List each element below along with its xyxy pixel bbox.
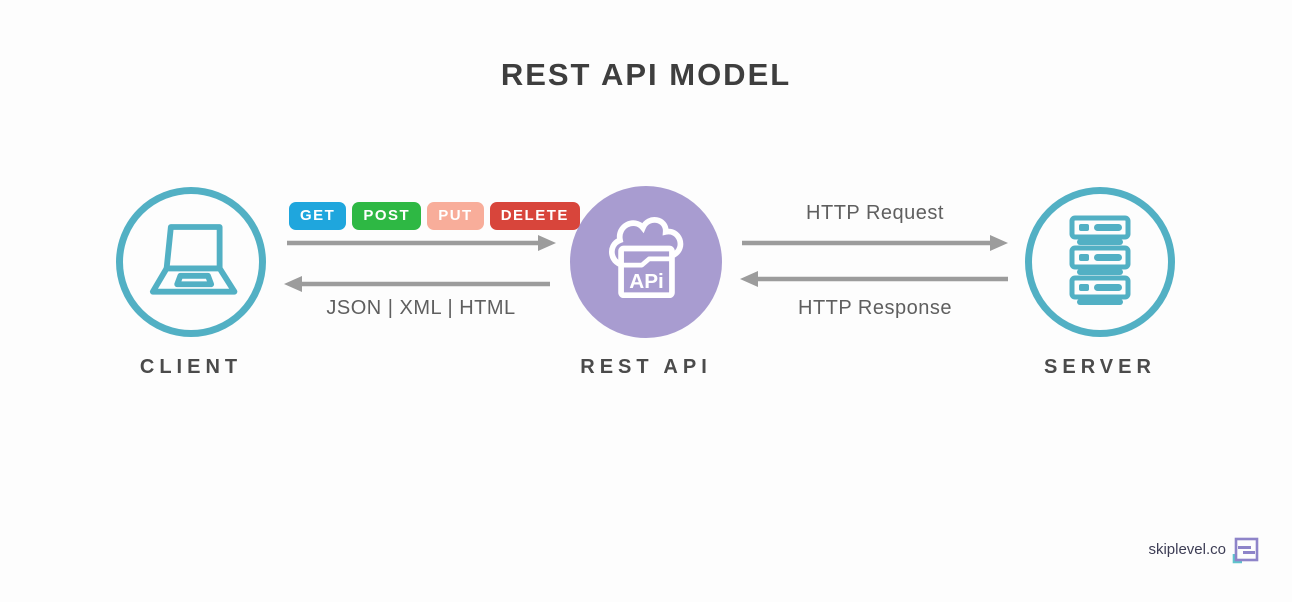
- http-request-label: HTTP Request: [806, 202, 944, 224]
- formats-label: JSON | XML | HTML: [326, 297, 516, 319]
- skiplevel-logo-icon: [1232, 537, 1259, 564]
- laptop-icon: [149, 224, 238, 295]
- server-node: [1025, 187, 1175, 337]
- page-title: REST API MODEL: [500, 57, 792, 92]
- http-response-label: HTTP Response: [798, 297, 952, 319]
- rest-api-node: APi: [570, 186, 722, 338]
- method-badge-put: PUT: [427, 202, 484, 230]
- server-icon: [1069, 215, 1131, 305]
- request-arrow-client-to-api: [287, 235, 556, 251]
- method-badge-delete: DELETE: [489, 202, 580, 230]
- server-label: SERVER: [1044, 356, 1156, 378]
- request-arrow-api-to-server: [742, 235, 1008, 251]
- api-icon-text: APi: [629, 270, 664, 293]
- method-badge-post: POST: [352, 202, 422, 230]
- api-cloud-icon: APi: [609, 217, 684, 299]
- response-arrow-api-to-client: [284, 276, 550, 292]
- method-badge-get: GET: [289, 202, 347, 230]
- client-node: [116, 187, 266, 337]
- client-label: CLIENT: [139, 356, 243, 378]
- http-methods-row: GET POST PUT DELETE: [289, 202, 580, 230]
- response-arrow-server-to-api: [740, 271, 1008, 287]
- brand-text: skiplevel.co: [1148, 541, 1226, 558]
- rest-api-label: REST API: [580, 356, 712, 378]
